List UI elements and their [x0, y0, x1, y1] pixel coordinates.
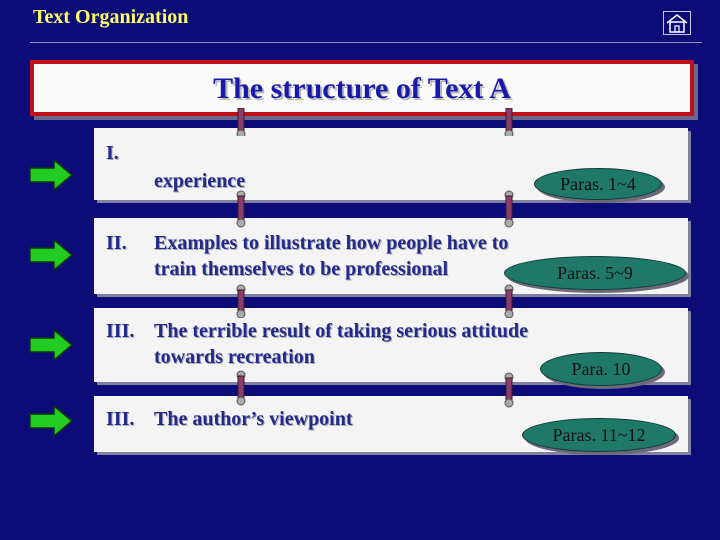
item-4-line-1: The author’s viewpoint [154, 408, 353, 430]
home-icon [666, 14, 688, 33]
connector-right-3 [504, 284, 514, 318]
item-box-1: I. experience [94, 128, 688, 200]
title-box: The structure of Text A [30, 60, 694, 116]
item-3-line-2: towards recreation [154, 346, 315, 368]
item-2-line-2: train themselves to be professional [154, 258, 449, 280]
header-divider [30, 42, 702, 43]
connector-right-1 [504, 108, 514, 136]
item-1-line-1: experience [154, 170, 246, 192]
connector-right-2 [504, 190, 514, 228]
item-box-3: III. The terrible result of taking serio… [94, 308, 688, 382]
right-arrow-icon[interactable] [28, 238, 74, 272]
item-3-line-1: The terrible result of taking serious at… [154, 320, 529, 342]
item-4-numeral: III. [106, 408, 135, 430]
paras-badge-4: Paras. 11~12 [522, 418, 676, 452]
connector-left-3 [236, 284, 246, 318]
header-title: Text Organization [33, 6, 189, 28]
title-text: The structure of Text A [213, 72, 511, 105]
connector-left-1 [236, 108, 246, 136]
home-button[interactable] [663, 11, 691, 35]
right-arrow-icon[interactable] [28, 328, 74, 362]
right-arrow-icon[interactable] [28, 404, 74, 438]
paras-badge-3: Para. 10 [540, 352, 662, 386]
connector-left-4 [236, 370, 246, 406]
item-2-line-1: Examples to illustrate how people have t… [154, 232, 509, 254]
item-3-numeral: III. [106, 320, 135, 342]
item-1-numeral: I. [106, 142, 119, 164]
connector-left-2 [236, 190, 246, 228]
paras-badge-1: Paras. 1~4 [534, 168, 662, 200]
item-2-numeral: II. [106, 232, 127, 254]
connector-right-4 [504, 372, 514, 408]
paras-badge-2: Paras. 5~9 [504, 256, 686, 290]
right-arrow-icon[interactable] [28, 158, 74, 192]
